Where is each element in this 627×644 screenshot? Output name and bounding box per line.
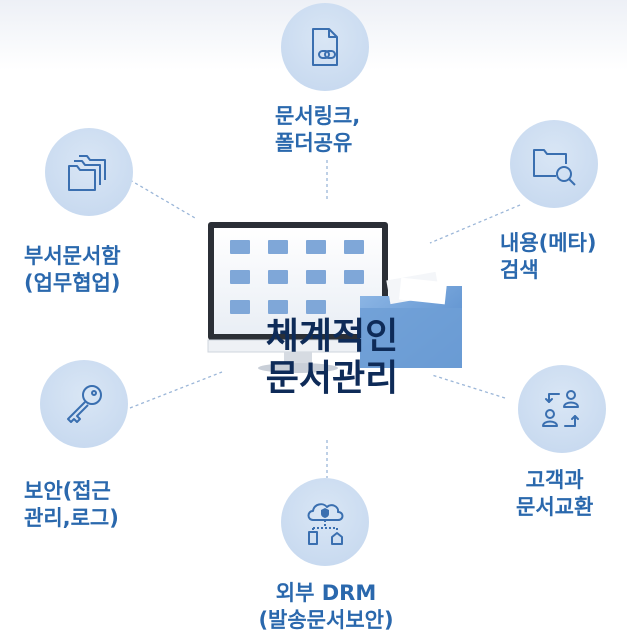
connector-top-right	[429, 204, 521, 244]
label-department-folders: 부서문서함 (업무협업)	[24, 243, 121, 297]
label-document-link-line1: 문서링크,	[275, 104, 361, 128]
user-exchange-icon	[542, 390, 579, 427]
connector-bottom-left	[129, 371, 223, 409]
label-customer-exchange-line1: 고객과	[525, 468, 584, 492]
monitor-base	[258, 363, 338, 373]
label-content-search: 내용(메타) 검색	[500, 230, 596, 284]
label-security: 보안(접근 관리,로그)	[24, 478, 119, 532]
center-title-line2: 문서관리	[265, 358, 399, 399]
node-document-link[interactable]	[281, 3, 369, 91]
node-department-folders[interactable]	[45, 128, 133, 216]
label-external-drm-line2: (발송문서보안)	[258, 608, 394, 632]
cloud-network-icon	[307, 503, 344, 545]
label-content-search-line2: 검색	[500, 258, 539, 282]
connector-bottom-right	[431, 374, 506, 399]
folders-icon	[68, 155, 106, 191]
label-department-folders-line1: 부서문서함	[24, 244, 121, 268]
center-title-line1: 체계적인	[265, 316, 399, 357]
node-external-drm[interactable]	[281, 478, 369, 566]
center-title: 체계적인 문서관리	[232, 316, 432, 400]
connector-top-left	[129, 179, 196, 219]
label-external-drm-line1: 외부 DRM	[275, 581, 377, 605]
document-link-icon	[312, 28, 338, 66]
folder-search-icon	[533, 149, 576, 186]
label-document-link-line2: 폴더공유	[275, 131, 353, 155]
label-department-folders-line2: (업무협업)	[24, 271, 121, 295]
computer-folder-illustration	[207, 222, 462, 373]
label-content-search-line1: 내용(메타)	[500, 231, 597, 255]
label-document-link: 문서링크, 폴더공유	[275, 103, 360, 157]
node-customer-exchange[interactable]	[518, 365, 606, 453]
node-security[interactable]	[40, 360, 128, 448]
label-customer-exchange: 고객과 문서교환	[516, 467, 593, 521]
label-customer-exchange-line2: 문서교환	[516, 495, 594, 519]
label-security-line1: 보안(접근	[24, 479, 111, 503]
monitor-stand	[284, 352, 312, 366]
node-content-search[interactable]	[510, 120, 598, 208]
key-icon	[67, 385, 102, 423]
label-external-drm: 외부 DRM (발송문서보안)	[246, 580, 406, 634]
label-security-line2: 관리,로그)	[24, 506, 119, 530]
